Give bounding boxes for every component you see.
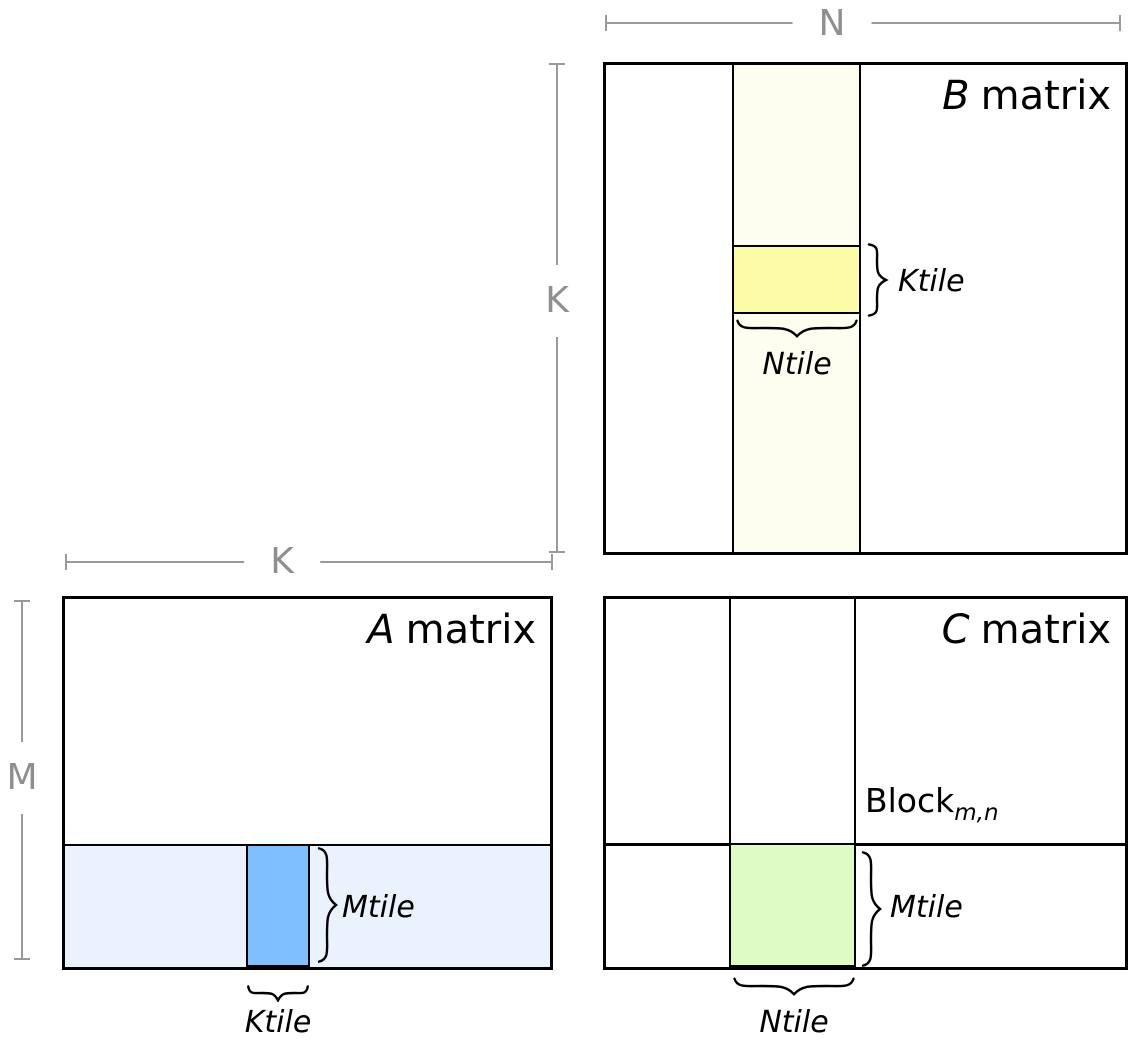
curly-brace-right-icon [866, 243, 890, 317]
k-dimension-tick-left-a [65, 554, 67, 570]
curly-brace-under-icon [732, 976, 856, 996]
k-dimension-tick-top-b [549, 63, 565, 65]
a-matrix-title-word: matrix [405, 607, 536, 653]
a-matrix-title-letter: A [367, 607, 395, 653]
c-ntile-label: Ntile [759, 1005, 829, 1040]
a-mtile-label: Mtile [342, 890, 415, 925]
a-ktile-label: Ktile [244, 1005, 312, 1040]
k-dimension-label-b: K [545, 265, 569, 337]
b-matrix-title-word: matrix [980, 73, 1111, 119]
curly-brace-under-icon [247, 984, 309, 1002]
m-dimension-tick-bottom [14, 958, 30, 960]
c-block-tile [729, 843, 856, 967]
k-dimension-tick-right-a [551, 554, 553, 570]
b-matrix-title-letter: B [942, 73, 970, 119]
c-block-annotation-subscript: m,n [954, 800, 999, 826]
c-column-divider-left [729, 599, 731, 967]
curly-brace-right-icon [860, 850, 884, 968]
curly-brace-under-icon [735, 318, 859, 338]
k-dimension-label-a: K [244, 544, 320, 580]
a-mtile-block [246, 844, 310, 967]
m-dimension-label: M [6, 742, 38, 814]
b-ntile-label: Ntile [762, 347, 832, 382]
c-mtile-label: Mtile [890, 890, 963, 925]
c-block-annotation-base: Block [865, 781, 955, 820]
c-row-divider [604, 843, 1127, 846]
c-matrix-title-letter: C [941, 607, 970, 653]
b-ktile-block [732, 245, 861, 314]
n-dimension-label: N [792, 6, 872, 42]
n-dimension-tick-right [1119, 15, 1121, 31]
k-dimension-tick-bottom-b [549, 551, 565, 553]
b-ktile-label: Ktile [898, 264, 965, 299]
curly-brace-right-icon [316, 846, 340, 964]
m-dimension-tick-top [14, 600, 30, 602]
c-block-annotation: Blockm,n [865, 781, 999, 824]
n-dimension-tick-left [605, 15, 607, 31]
c-column-divider-right [854, 599, 856, 967]
c-matrix-title-word: matrix [980, 607, 1111, 653]
